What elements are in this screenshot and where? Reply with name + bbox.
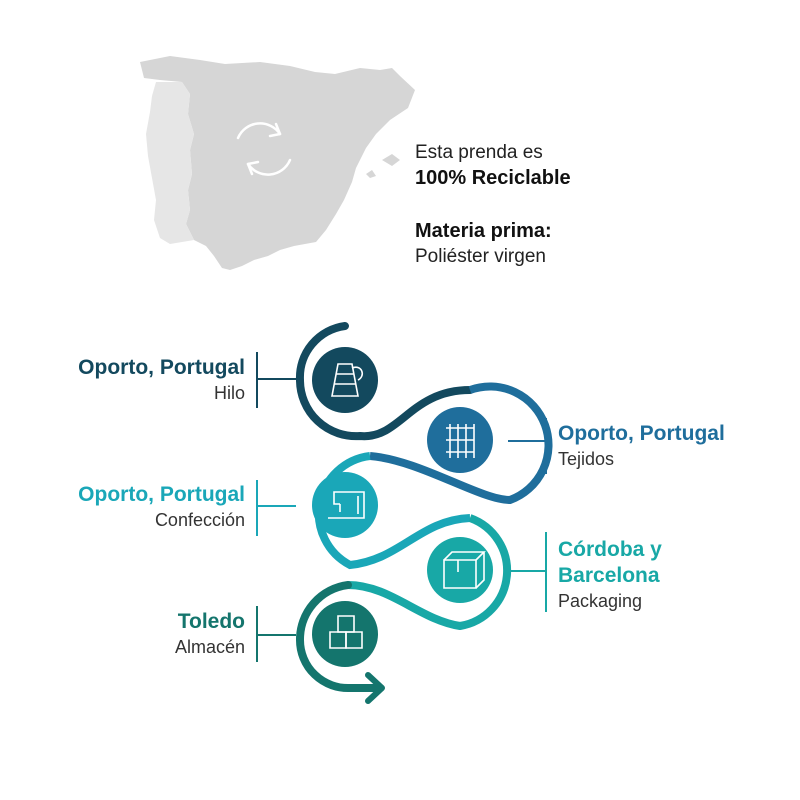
flow-segment-4: [347, 514, 512, 631]
stage-label-hilo: Oporto, Portugal Hilo: [78, 355, 245, 405]
stage-step: Hilo: [213, 383, 245, 403]
flow-segment-3: [314, 452, 471, 570]
stage-place-line1: Córdoba y: [558, 538, 662, 561]
raw-material-title: Materia prima:: [415, 220, 552, 242]
stage-place: Toledo: [177, 610, 245, 633]
connector-line: [256, 378, 296, 380]
raw-material-value: Poliéster virgen: [415, 246, 546, 267]
stacked-boxes-icon: [329, 615, 363, 649]
sewing-machine-icon: [328, 491, 365, 519]
recyclable-label: 100% Reciclable: [415, 167, 571, 189]
stage-node-packaging: [427, 537, 493, 603]
stage-place-line2: Barcelona: [558, 564, 660, 587]
separator-line: [545, 418, 547, 474]
stage-label-almacen: Toledo Almacén: [175, 609, 245, 659]
stage-place: Oporto, Portugal: [78, 483, 245, 506]
stage-label-tejidos: Oporto, Portugal Tejidos: [558, 421, 725, 471]
stage-step: Packaging: [558, 591, 643, 611]
portugal-shape: [146, 82, 194, 244]
stage-node-tejidos: [427, 407, 493, 473]
stage-label-confeccion: Oporto, Portugal Confección: [78, 482, 245, 532]
connector-line: [256, 634, 296, 636]
stage-node-confeccion: [312, 472, 378, 538]
balearic-islands: [366, 154, 400, 178]
recycle-icon: [236, 122, 292, 176]
spain-shape: [140, 56, 415, 270]
end-arrow-icon: [365, 672, 385, 704]
connector-line: [508, 440, 546, 442]
thread-cone-icon: [331, 363, 364, 397]
fabric-weave-icon: [446, 424, 475, 458]
connector-line: [508, 570, 546, 572]
stage-step: Confección: [154, 510, 245, 530]
separator-line: [256, 352, 258, 408]
separator-line: [545, 532, 547, 612]
stage-label-packaging: Córdoba y Barcelona Packaging: [558, 537, 662, 613]
stage-place: Oporto, Portugal: [78, 356, 245, 379]
stage-step: Tejidos: [558, 449, 615, 469]
flow-segment-1: [295, 322, 474, 441]
info-intro: Esta prenda es: [415, 142, 543, 163]
stage-place: Oporto, Portugal: [558, 422, 725, 445]
box-icon: [443, 551, 486, 589]
stage-step: Almacén: [174, 637, 245, 657]
stage-node-hilo: [312, 347, 378, 413]
flow-segment-2: [369, 382, 553, 505]
iberian-peninsula-map: [140, 56, 415, 270]
connector-line: [256, 505, 296, 507]
separator-line: [256, 480, 258, 536]
stage-node-almacen: [312, 601, 378, 667]
flow-segment-5: [295, 581, 382, 693]
